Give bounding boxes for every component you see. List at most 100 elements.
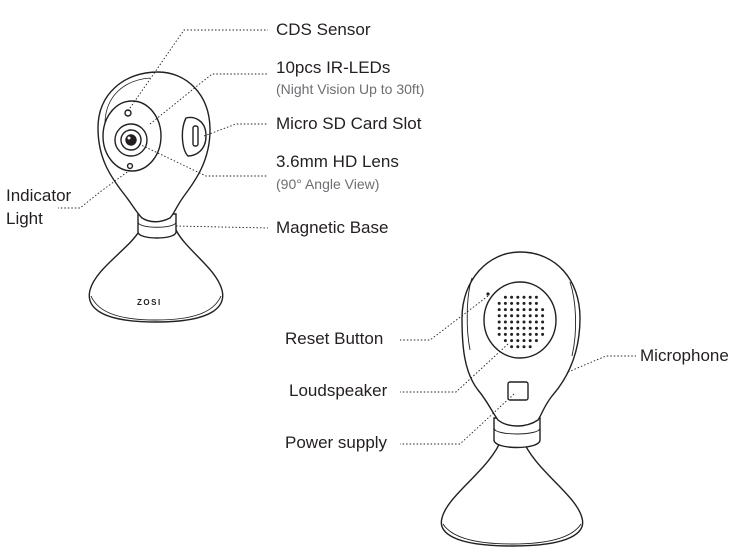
speaker-hole [497, 320, 501, 324]
speaker-hole [510, 326, 514, 330]
label-sd-slot: Micro SD Card Slot [276, 114, 422, 133]
speaker-hole [528, 301, 532, 305]
label-power-supply: Power supply [285, 433, 388, 452]
speaker-hole [516, 326, 520, 330]
speaker-hole [497, 308, 501, 312]
speaker-hole [503, 295, 507, 299]
speaker-hole [503, 332, 507, 336]
front-base [88, 229, 224, 323]
speaker-hole [497, 332, 501, 336]
label-microphone: Microphone [640, 346, 729, 365]
speaker-hole [516, 308, 520, 312]
lens-glint [127, 136, 131, 140]
speaker-hole [497, 326, 501, 330]
front-brand-mark: ZOSI [137, 298, 162, 307]
lens-core [125, 134, 137, 146]
speaker-hole [516, 339, 520, 343]
speaker-hole [516, 345, 520, 349]
speaker-hole [510, 339, 514, 343]
label-indicator-line1: Indicator [6, 186, 72, 205]
label-loudspeaker: Loudspeaker [289, 381, 388, 400]
label-lens: 3.6mm HD Lens [276, 152, 399, 171]
speaker-hole [534, 314, 538, 318]
speaker-hole [528, 332, 532, 336]
speaker-hole [503, 314, 507, 318]
speaker-hole [503, 326, 507, 330]
back-neck-band [493, 427, 541, 435]
front-body-highlight [104, 77, 151, 123]
speaker-hole [503, 301, 507, 305]
speaker-hole [528, 339, 532, 343]
sd-slot-opening [192, 125, 199, 147]
speaker-hole [534, 301, 538, 305]
speaker-hole [534, 332, 538, 336]
speaker-hole [541, 332, 545, 336]
reset-button-hole [486, 292, 490, 296]
speaker-hole [528, 295, 532, 299]
speaker-hole [503, 308, 507, 312]
leader-power-supply [400, 393, 515, 445]
label-magnetic-base: Magnetic Base [276, 218, 389, 237]
speaker-hole [534, 320, 538, 324]
speaker-hole [522, 308, 526, 312]
speaker-hole [516, 332, 520, 336]
leader-indicator [58, 169, 131, 209]
speaker-hole [534, 326, 538, 330]
speaker-hole [516, 314, 520, 318]
lens-ring-mid [120, 129, 142, 151]
speaker-hole [503, 339, 507, 343]
speaker-hole [510, 295, 514, 299]
label-ir-leds: 10pcs IR-LEDs [276, 58, 391, 77]
front-camera: ZOSI [88, 71, 224, 323]
speaker-hole [510, 345, 514, 349]
label-lens-note: (90° Angle View) [276, 176, 380, 192]
speaker-hole [510, 320, 514, 324]
speaker-hole [541, 326, 545, 330]
speaker-hole [528, 314, 532, 318]
speaker-hole [541, 314, 545, 318]
speaker-hole [528, 308, 532, 312]
speaker-hole [534, 339, 538, 343]
back-base [440, 437, 584, 547]
speaker-holes [497, 295, 545, 349]
speaker-hole [516, 301, 520, 305]
leader-lens [138, 143, 268, 177]
leader-cds-sensor [127, 29, 268, 112]
speaker-hole [528, 320, 532, 324]
speaker-hole [541, 320, 545, 324]
speaker-hole [510, 308, 514, 312]
speaker-hole [522, 339, 526, 343]
speaker-hole [522, 326, 526, 330]
leader-lines [58, 29, 636, 445]
back-base-rim [442, 523, 582, 545]
speaker-hole [510, 332, 514, 336]
speaker-hole [522, 295, 526, 299]
speaker-hole [516, 295, 520, 299]
back-neck [493, 417, 541, 449]
label-ir-leds-note: (Night Vision Up to 30ft) [276, 81, 425, 97]
speaker-hole [510, 301, 514, 305]
speaker-hole [497, 314, 501, 318]
back-camera [440, 251, 584, 547]
back-shell-left [466, 277, 473, 351]
speaker-hole [534, 295, 538, 299]
front-neck-band [137, 221, 177, 228]
label-cds-sensor: CDS Sensor [276, 20, 371, 39]
speaker-hole [510, 314, 514, 318]
speaker-hole [522, 332, 526, 336]
speaker-hole [522, 320, 526, 324]
leader-sd-slot [203, 123, 268, 137]
leader-loudspeaker [400, 343, 509, 393]
sd-slot-panel [181, 116, 207, 157]
front-base-rim [90, 295, 222, 321]
leader-ir-leds [149, 73, 268, 125]
speaker-hole [528, 345, 532, 349]
leader-magnetic-base [175, 225, 269, 229]
speaker-hole [534, 308, 538, 312]
back-shell-right [569, 281, 577, 357]
speaker-hole [522, 314, 526, 318]
speaker-hole [522, 345, 526, 349]
label-reset-button: Reset Button [285, 329, 384, 348]
